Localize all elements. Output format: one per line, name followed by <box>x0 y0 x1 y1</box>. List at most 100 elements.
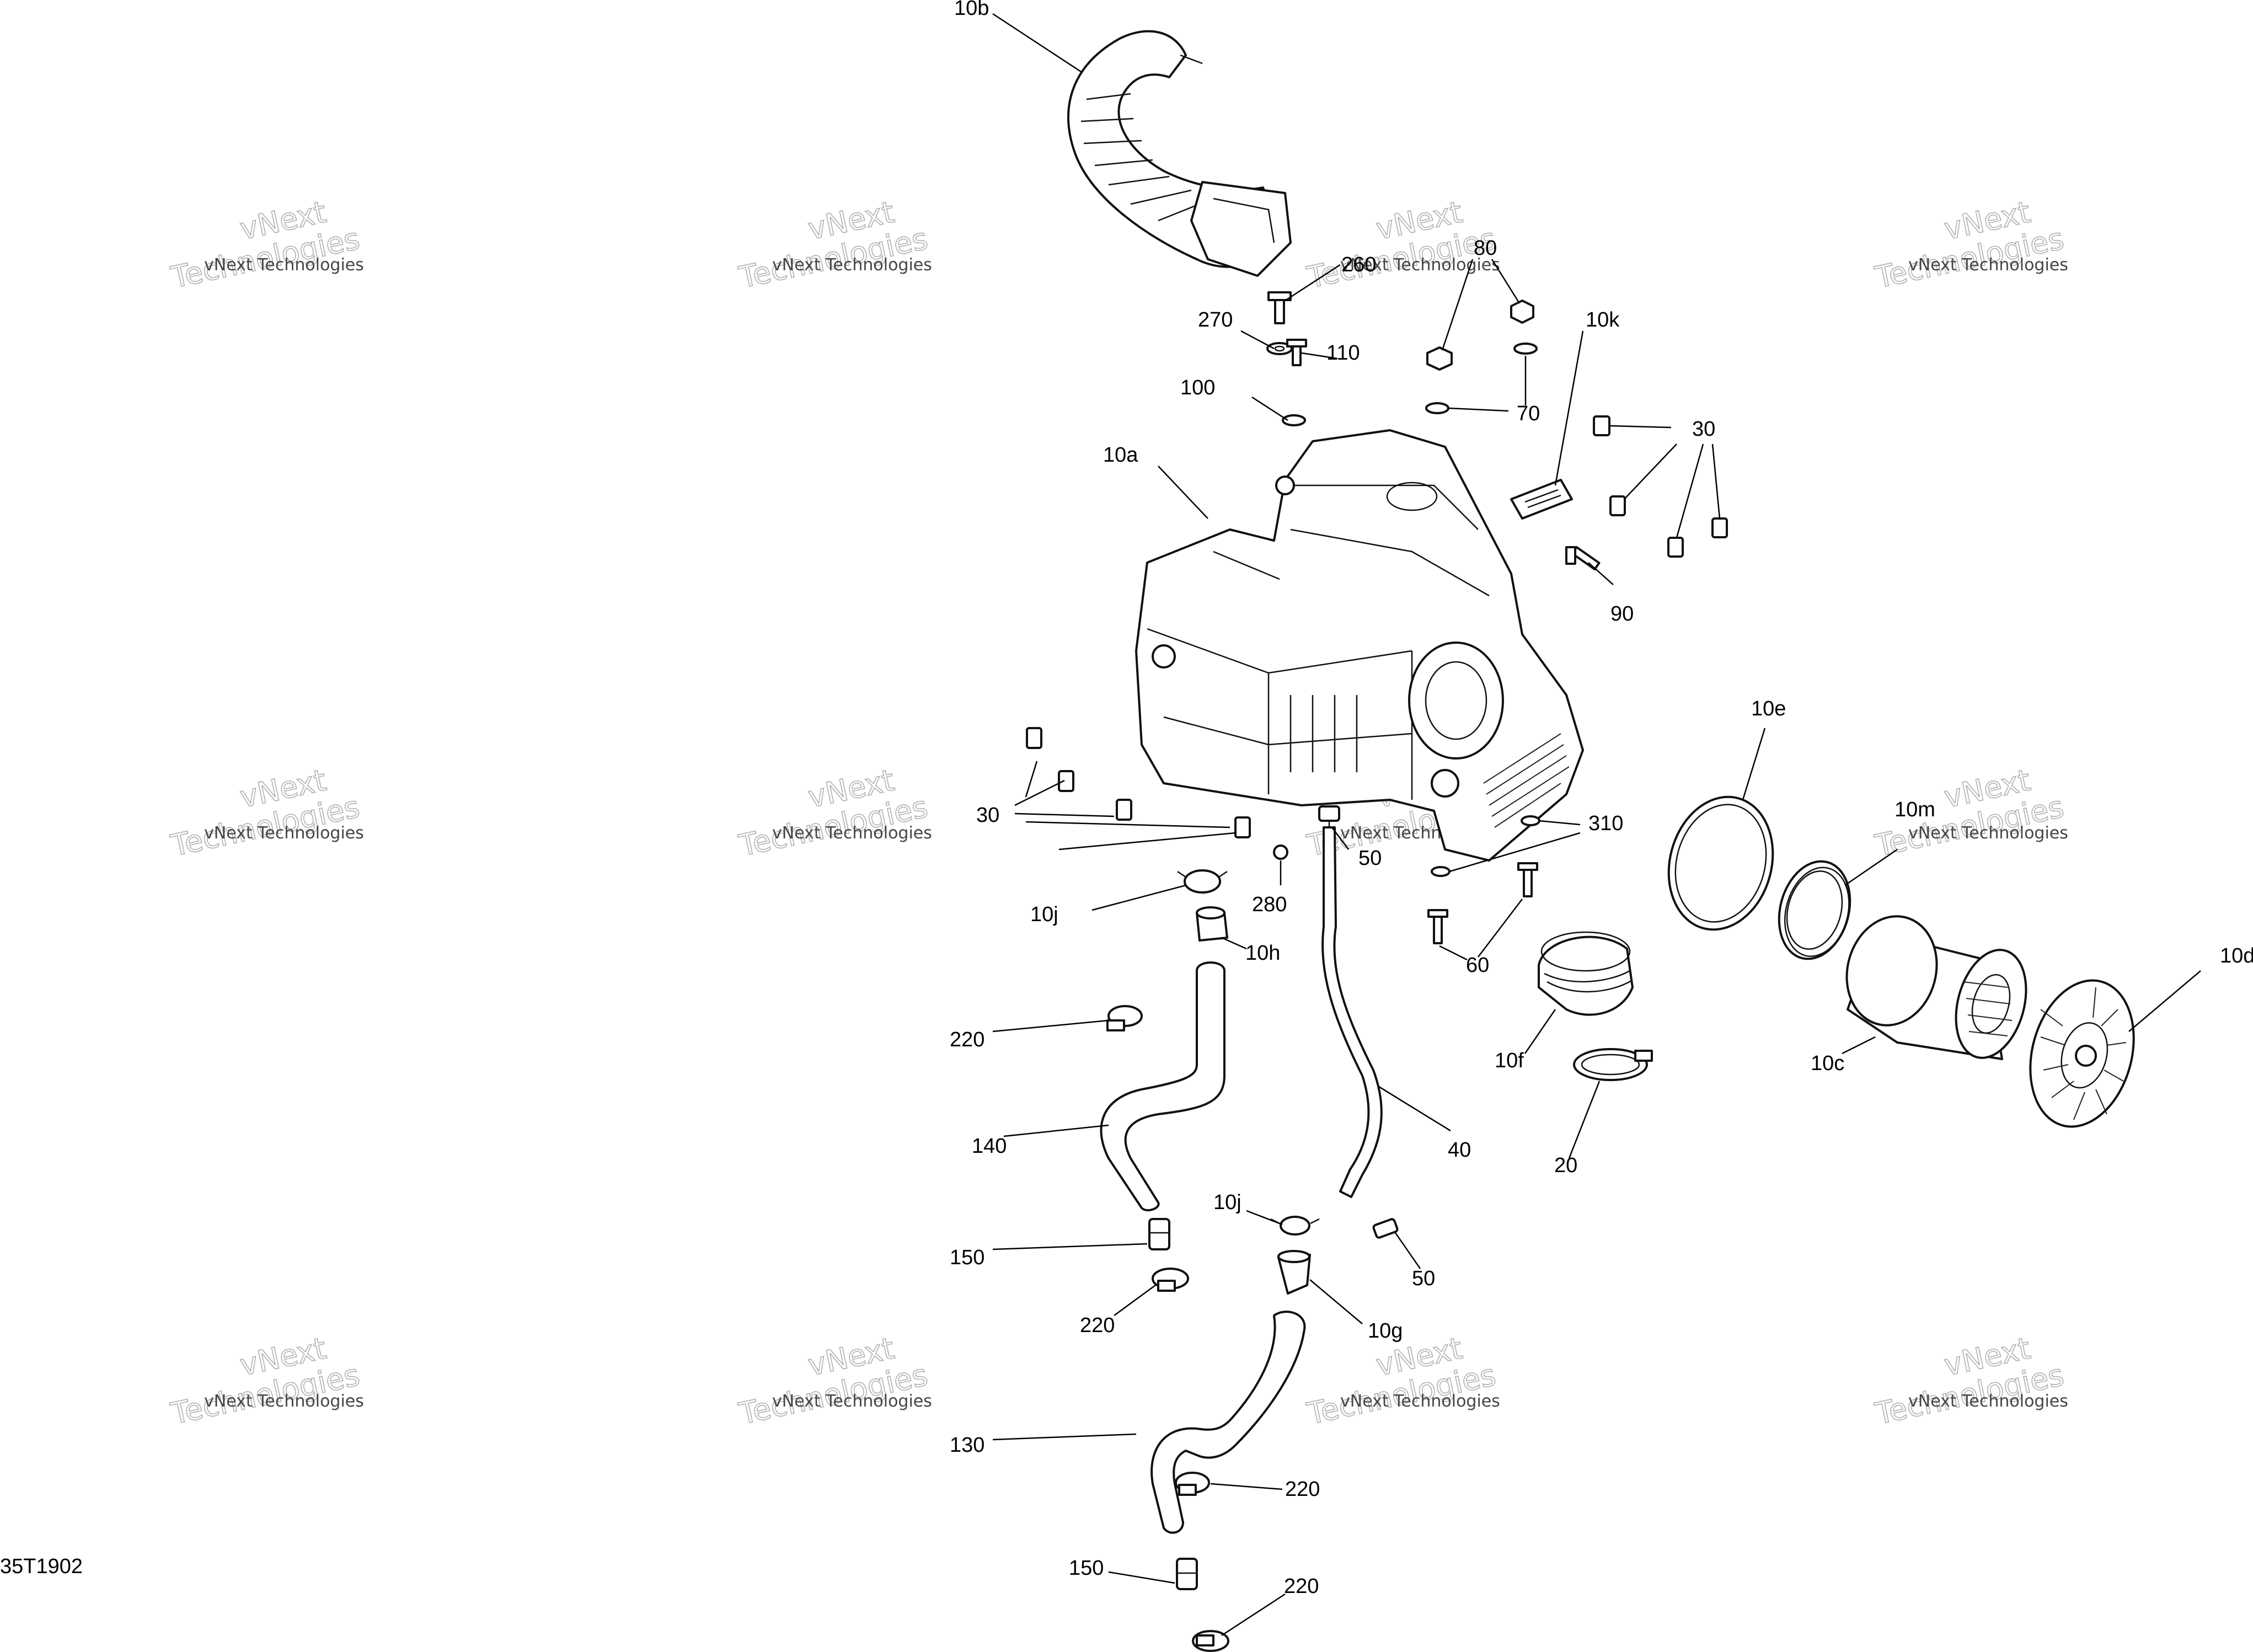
callout-310: 310 <box>1588 812 1623 835</box>
callout-10h: 10h <box>1245 942 1280 965</box>
label-plate-10k <box>1510 479 1573 520</box>
callout-10c: 10c <box>1811 1052 1844 1075</box>
watermark-small: vNext Technologies <box>1908 824 2068 843</box>
leader-lines <box>992 13 2201 1637</box>
washer-70-bottom <box>1425 402 1449 414</box>
callout-110: 110 <box>1326 341 1360 365</box>
callout-10e: 10e <box>1751 697 1786 720</box>
watermark-small: vNext Technologies <box>1908 255 2068 275</box>
callout-10d: 10d <box>2220 944 2253 967</box>
watermark-small: vNext Technologies <box>204 1392 364 1411</box>
watermark-small: vNext Technologies <box>1908 1392 2068 1411</box>
coupler-150-a <box>1148 1218 1170 1250</box>
callout-60: 60 <box>1466 954 1489 977</box>
callout-10m: 10m <box>1895 798 1935 821</box>
clamp-220-c <box>1175 1472 1210 1496</box>
washer-100 <box>1282 414 1306 426</box>
watermark-small: vNext Technologies <box>772 824 932 843</box>
callout-50-bottom: 50 <box>1412 1267 1435 1290</box>
elbow-10g <box>1277 1250 1311 1295</box>
seal-ring-10e <box>1667 795 1774 931</box>
clip-30-f <box>1058 770 1074 792</box>
callout-220-b: 220 <box>1080 1314 1115 1337</box>
connector-10h <box>1196 906 1228 942</box>
clamp-220-b <box>1152 1268 1189 1292</box>
fitting-50-bottom <box>1372 1218 1399 1239</box>
nut-80-left <box>1426 346 1453 371</box>
callout-220-c: 220 <box>1285 1478 1320 1501</box>
callout-220-d: 220 <box>1284 1575 1319 1598</box>
callout-150-a: 150 <box>950 1246 984 1269</box>
watermark-small: vNext Technologies <box>772 255 932 275</box>
callout-50-top: 50 <box>1358 847 1382 870</box>
callout-260: 260 <box>1341 253 1376 276</box>
watermark: vNext Technologies vNext Technologies <box>1871 1330 2068 1432</box>
callout-labels: 10b 260 80 270 110 10k 100 70 30 10a 90 … <box>950 0 2253 1598</box>
clip-30-e <box>1026 727 1042 749</box>
washer-70-top <box>1513 343 1538 355</box>
watermark: vNext Technologies vNext Technologies <box>735 194 932 296</box>
callout-130: 130 <box>950 1434 984 1457</box>
watermark: vNext Technologies vNext Technologies <box>1303 194 1500 296</box>
watermark: vNext Technologies vNext Technologies <box>1303 1330 1500 1432</box>
callout-10f: 10f <box>1495 1049 1524 1072</box>
hose-40 <box>1321 826 1383 1198</box>
nut-80-right <box>1510 300 1534 324</box>
clip-30-a <box>1593 415 1610 436</box>
grommet-310-a <box>1521 815 1540 826</box>
callout-30-top: 30 <box>1692 418 1715 441</box>
watermark: vNext Technologies vNext Technologies <box>735 1330 932 1432</box>
callout-220-a: 220 <box>950 1028 984 1051</box>
clip-30-b <box>1609 495 1626 516</box>
callout-90: 90 <box>1610 602 1634 625</box>
end-cap-10d <box>2029 979 2135 1128</box>
clamp-10j-bottom <box>1270 1216 1320 1236</box>
watermark-small: vNext Technologies <box>1340 255 1500 275</box>
bolt-60-a <box>1427 909 1448 944</box>
watermark: vNext Technologies vNext Technologies <box>167 762 364 864</box>
clip-30-g <box>1116 799 1132 821</box>
grommet-310-b <box>1431 866 1451 877</box>
clip-30-d <box>1711 517 1728 538</box>
watermark: vNext Technologies vNext Technologies <box>735 762 932 864</box>
hose-130 <box>1150 1311 1306 1534</box>
clamp-10j-top <box>1177 869 1228 894</box>
watermark-small: vNext Technologies <box>1340 1392 1500 1411</box>
clamp-220-a <box>1106 1005 1143 1031</box>
callout-10k: 10k <box>1586 308 1620 332</box>
clamp-220-d <box>1192 1630 1229 1652</box>
intake-duct-10b <box>1067 30 1292 277</box>
bolt-260 <box>1267 291 1292 324</box>
watermark: vNext Technologies vNext Technologies <box>1871 194 2068 296</box>
callout-140: 140 <box>972 1135 1007 1158</box>
clip-30-c <box>1667 537 1684 558</box>
callout-20: 20 <box>1554 1154 1577 1177</box>
callout-30-left: 30 <box>976 804 999 827</box>
callout-270: 270 <box>1198 308 1233 332</box>
hose-140 <box>1100 961 1225 1212</box>
watermark-small: vNext Technologies <box>772 1392 932 1411</box>
callout-10b: 10b <box>954 0 989 20</box>
boot-10f <box>1538 931 1634 1016</box>
airbox-10a <box>1135 429 1584 862</box>
callout-280: 280 <box>1252 893 1287 916</box>
plug-280 <box>1273 844 1288 860</box>
watermark: vNext Technologies vNext Technologies <box>167 194 364 296</box>
diagram-code: 35T1902 <box>0 1555 83 1578</box>
callout-10j-bottom: 10j <box>1213 1191 1241 1214</box>
callout-100: 100 <box>1180 376 1215 399</box>
coupler-150-b <box>1176 1558 1198 1590</box>
clip-30-h <box>1234 816 1251 838</box>
watermark-small: vNext Technologies <box>204 824 364 843</box>
watermark: vNext Technologies vNext Technologies <box>167 1330 364 1432</box>
gasket-10m <box>1778 860 1851 960</box>
watermark-small: vNext Technologies <box>204 255 364 275</box>
callout-150-b: 150 <box>1069 1557 1104 1580</box>
callout-10a: 10a <box>1103 443 1138 467</box>
clamp-20 <box>1573 1048 1653 1081</box>
bolt-90 <box>1565 546 1601 571</box>
bolt-110 <box>1286 339 1307 366</box>
callout-10j-top: 10j <box>1030 903 1058 926</box>
callout-80: 80 <box>1474 237 1497 260</box>
